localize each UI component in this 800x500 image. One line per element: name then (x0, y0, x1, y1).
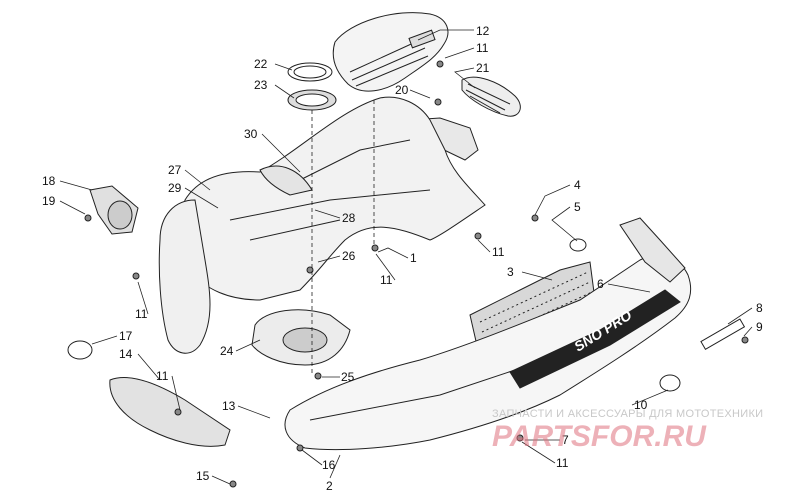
watermark-logo: PARTSFOR.RU (492, 420, 707, 453)
callout-3: 3 (507, 265, 514, 279)
callout-13: 13 (222, 399, 236, 413)
callout-7: 7 (562, 433, 569, 447)
callout-11: 11 (492, 245, 505, 259)
callout-11: 11 (380, 273, 393, 287)
watermark: ЗАПЧАСТИ И АКСЕССУАРЫ ДЛЯ МОТОТЕХНИКИ PA… (492, 408, 763, 453)
part-hood-console (180, 96, 486, 301)
callout-1: 1 (410, 251, 417, 265)
part-ring-22 (287, 62, 333, 82)
callout-15: 15 (196, 469, 210, 483)
part-washer-5 (569, 238, 587, 252)
part-front-bumper (109, 377, 231, 447)
callout-21: 21 (476, 61, 490, 75)
callout-16: 16 (322, 458, 336, 472)
part-vent (461, 76, 521, 117)
callout-4: 4 (574, 178, 581, 192)
part-side-panel-left (158, 199, 211, 354)
callout-labels: 12 11 21 22 23 20 30 27 29 18 19 4 5 28 … (42, 24, 763, 493)
callout-12: 12 (476, 24, 490, 38)
part-decal (509, 289, 681, 389)
part-nose (619, 217, 686, 283)
callout-11: 11 (476, 41, 489, 55)
callout-11: 11 (135, 307, 148, 321)
callout-11: 11 (556, 456, 569, 470)
part-cap-10 (659, 374, 681, 392)
callout-9: 9 (756, 320, 763, 334)
leader-lines (59, 29, 753, 485)
part-clip (67, 340, 93, 360)
part-dash-cover (332, 12, 449, 92)
callout-5: 5 (574, 200, 581, 214)
callout-11: 11 (156, 369, 169, 383)
callout-17: 17 (119, 329, 133, 343)
watermark-caption: ЗАПЧАСТИ И АКСЕССУАРЫ ДЛЯ МОТОТЕХНИКИ (492, 408, 763, 420)
callout-8: 8 (756, 301, 763, 315)
callout-6: 6 (597, 277, 604, 291)
callout-22: 22 (254, 57, 268, 71)
callout-27: 27 (168, 163, 182, 177)
callout-30: 30 (244, 127, 258, 141)
parts-artwork: SNO PRO (67, 12, 749, 488)
part-chassis (284, 255, 692, 451)
callout-10: 10 (634, 398, 648, 412)
part-plate-8 (700, 318, 746, 351)
callout-23: 23 (254, 78, 268, 92)
callout-2: 2 (326, 479, 333, 493)
callout-20: 20 (395, 83, 409, 97)
callout-14: 14 (119, 347, 133, 361)
callout-26: 26 (342, 249, 356, 263)
callout-28: 28 (342, 211, 356, 225)
callout-19: 19 (42, 194, 56, 208)
callout-18: 18 (42, 174, 56, 188)
callout-29: 29 (168, 181, 182, 195)
callout-24: 24 (220, 344, 234, 358)
callout-25: 25 (341, 370, 355, 384)
